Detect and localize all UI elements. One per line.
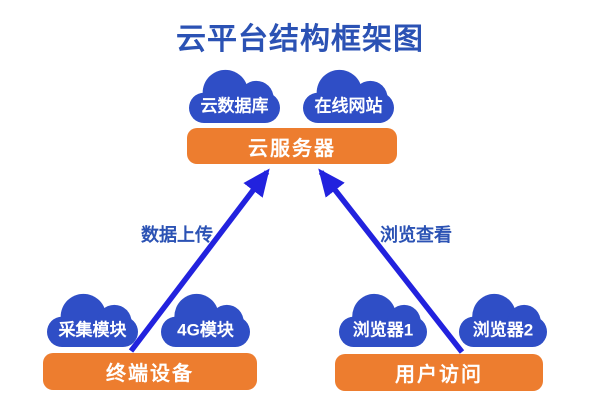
node-browser-2: 浏览器2 xyxy=(459,292,547,347)
upload-arrow-label: 数据上传 xyxy=(141,225,213,245)
node-browser-1: 浏览器1 xyxy=(339,292,427,347)
node-label: 云服务器 xyxy=(248,137,336,160)
view-arrow-label: 浏览查看 xyxy=(380,225,452,245)
node-online-website: 在线网站 xyxy=(303,68,394,123)
node-label: 在线网站 xyxy=(314,96,383,116)
cloud-icon xyxy=(189,69,280,123)
node-user-access: 用户访问 xyxy=(335,354,543,391)
node-label: 浏览器1 xyxy=(352,320,414,340)
node-label: 4G模块 xyxy=(177,320,234,340)
node-cloud-server: 云服务器 xyxy=(187,128,397,164)
node-label: 终端设备 xyxy=(106,363,194,385)
node-label: 采集模块 xyxy=(58,320,127,340)
page-title: 云平台结构框架图 xyxy=(176,23,424,56)
node-label: 云数据库 xyxy=(200,96,269,116)
node-label: 用户访问 xyxy=(395,364,483,386)
node-4g-module: 4G模块 xyxy=(161,292,250,347)
node-collect-module: 采集模块 xyxy=(47,292,138,347)
cloud-icon xyxy=(303,69,394,123)
cloud-icon xyxy=(47,293,138,347)
cloud-icon xyxy=(459,293,547,347)
cloud-icon xyxy=(339,293,427,347)
node-label: 浏览器2 xyxy=(472,320,534,340)
node-terminal-device: 终端设备 xyxy=(43,353,257,390)
node-cloud-database: 云数据库 xyxy=(189,68,280,123)
cloud-icon xyxy=(161,293,250,347)
